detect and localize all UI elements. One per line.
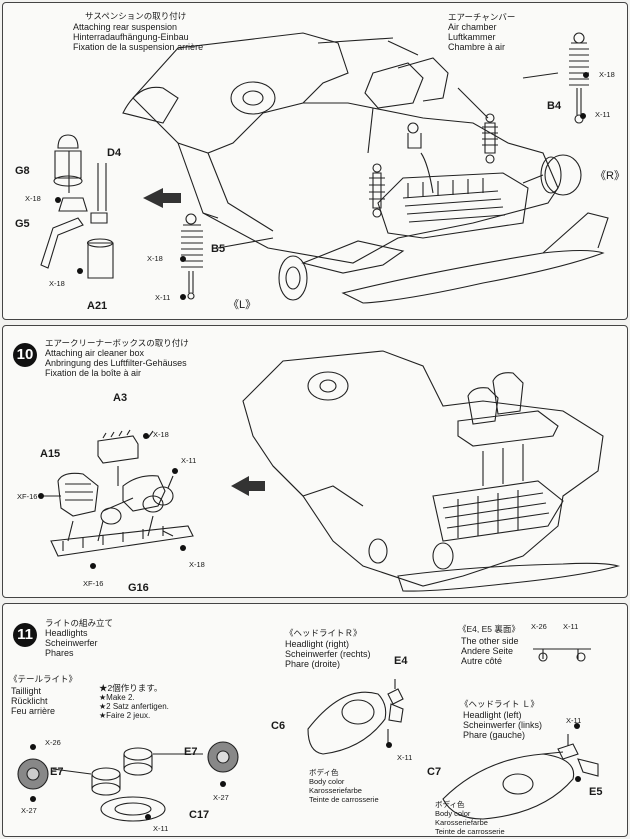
part-label-e7: E7 xyxy=(184,746,198,758)
screw-label: X-11 xyxy=(563,622,579,631)
screw-label: X-18 xyxy=(147,254,163,263)
direction-arrow-icon xyxy=(231,476,265,496)
screw-label: X-11 xyxy=(181,456,197,465)
screw-label: X-18 xyxy=(189,560,205,569)
screw-icon xyxy=(180,294,186,300)
headlight-right-label-en: Headlight (right) xyxy=(285,639,350,649)
screw-icon xyxy=(180,256,186,262)
body-color-note-jp: ボディ色 xyxy=(309,768,339,777)
step-11-diagram xyxy=(17,648,599,822)
screw-label: X-18 xyxy=(599,70,615,79)
step-11-title-en: Headlights xyxy=(45,628,88,638)
part-label-a21: A21 xyxy=(87,300,108,312)
part-label-d4: D4 xyxy=(107,147,122,159)
headlight-left-label-jp: 《ヘッドライト Ｌ》 xyxy=(460,699,539,709)
side-label-left: 《L》 xyxy=(228,299,257,311)
other-side-label-en: The other side xyxy=(461,636,519,646)
part-label-a3: A3 xyxy=(113,392,128,404)
headlight-right-label-fr: Phare (droite) xyxy=(285,659,341,669)
screw-label: X-11 xyxy=(155,293,171,302)
make-two-note-de: ★2 Satz anfertigen. xyxy=(99,702,169,711)
part-label-g5: G5 xyxy=(15,218,30,230)
step-10-diagram xyxy=(38,350,621,592)
screw-label: X-11 xyxy=(397,753,413,762)
screw-label: X-26 xyxy=(531,622,547,631)
taillight-label-de: Rücklicht xyxy=(11,696,48,706)
body-color-note-en: Body color xyxy=(309,777,345,786)
step-11-title-fr: Phares xyxy=(45,648,74,658)
step-10-title-de: Anbringung des Luftfilter-Gehäuses xyxy=(45,358,187,368)
step-10-title-fr: Fixation de la boîte à air xyxy=(45,368,142,378)
screw-icon xyxy=(77,268,83,274)
headlight-right-label-jp: 《ヘッドライトＲ》 xyxy=(285,628,362,638)
screw-icon xyxy=(580,113,586,119)
part-label-c17: C17 xyxy=(189,809,210,821)
step-11-panel: 11 ライトの組み立て Headlights Scheinwerfer Phar… xyxy=(2,603,628,837)
air-chamber-label-jp: エアーチャンバー xyxy=(448,12,516,22)
screw-label: XF-16 xyxy=(83,579,104,588)
body-color-note-en: Body color xyxy=(435,809,471,818)
step-11-number: 11 xyxy=(13,623,37,647)
screw-label: X-26 xyxy=(45,738,61,747)
screw-label: XF-16 xyxy=(17,492,38,501)
screw-icon xyxy=(583,72,589,78)
headlight-left-label-fr: Phare (gauche) xyxy=(463,730,526,740)
side-label-right: 《R》 xyxy=(595,170,625,182)
part-label-e7: E7 xyxy=(50,766,64,778)
other-side-label-jp: 《E4, E5 裏面》 xyxy=(458,624,520,634)
screw-label: X-18 xyxy=(153,430,169,439)
air-chamber-label-en: Air chamber xyxy=(448,22,497,32)
body-color-note-fr: Teinte de carrosserie xyxy=(309,795,379,804)
step-10-number: 10 xyxy=(13,343,37,367)
make-two-note-jp: ★2個作ります。 xyxy=(99,683,163,693)
taillight-label-fr: Feu arrière xyxy=(11,706,56,716)
part-label-b5: B5 xyxy=(211,243,226,255)
part-label-g16: G16 xyxy=(128,582,149,594)
body-color-note-jp: ボディ色 xyxy=(435,800,465,809)
part-label-c6: C6 xyxy=(271,720,286,732)
screw-label: X-18 xyxy=(25,194,41,203)
make-two-note-fr: ★Faire 2 jeux. xyxy=(99,711,151,720)
step-10-title-en: Attaching air cleaner box xyxy=(45,348,145,358)
step-9-title-fr: Fixation de la suspension arrière xyxy=(73,42,204,52)
taillight-label-jp: 《テールライト》 xyxy=(9,674,78,684)
screw-label: X-11 xyxy=(566,716,582,725)
step-9-title-jp: サスペンションの取り付け xyxy=(85,11,187,21)
headlight-left-label-en: Headlight (left) xyxy=(463,710,522,720)
screw-icon xyxy=(55,197,61,203)
other-side-label-de: Andere Seite xyxy=(461,646,514,656)
headlight-right-label-de: Scheinwerfer (rechts) xyxy=(285,649,371,659)
screw-label: X-11 xyxy=(153,824,169,833)
part-label-c7: C7 xyxy=(427,766,442,778)
screw-label: X-27 xyxy=(213,793,229,802)
body-color-note-de: Karosseriefarbe xyxy=(435,818,488,827)
body-color-note-de: Karosseriefarbe xyxy=(309,786,362,795)
body-color-note-fr: Teinte de carrosserie xyxy=(435,827,505,836)
air-chamber-label-fr: Chambre à air xyxy=(448,42,506,52)
other-side-label-fr: Autre côté xyxy=(461,656,503,666)
step-11-title-jp: ライトの組み立て xyxy=(45,618,114,628)
air-chamber-label-de: Luftkammer xyxy=(448,32,496,42)
headlight-left-label-de: Scheinwerfer (links) xyxy=(463,720,543,730)
step-9-title-en: Attaching rear suspension xyxy=(73,22,178,32)
step-9-diagram xyxy=(40,32,609,304)
screw-label: X-18 xyxy=(49,279,65,288)
part-label-a15: A15 xyxy=(40,448,61,460)
step-9-panel: サスペンションの取り付け Attaching rear suspension H… xyxy=(2,2,628,320)
make-two-note-en: ★Make 2. xyxy=(99,693,135,702)
step-10-title-jp: エアークリーナーボックスの取り付け xyxy=(45,338,189,348)
taillight-label-en: Taillight xyxy=(11,686,42,696)
screw-label: X-27 xyxy=(21,806,37,815)
step-10-panel: 10 エアークリーナーボックスの取り付け Attaching air clean… xyxy=(2,325,628,598)
step-11-title-de: Scheinwerfer xyxy=(45,638,98,648)
screw-label: X-11 xyxy=(595,110,611,119)
part-label-g8: G8 xyxy=(15,165,30,177)
part-label-b4: B4 xyxy=(547,100,562,112)
step-9-title-de: Hinterradaufhängung-Einbau xyxy=(73,32,189,42)
part-label-e5: E5 xyxy=(589,786,603,798)
part-label-e4: E4 xyxy=(394,655,408,667)
